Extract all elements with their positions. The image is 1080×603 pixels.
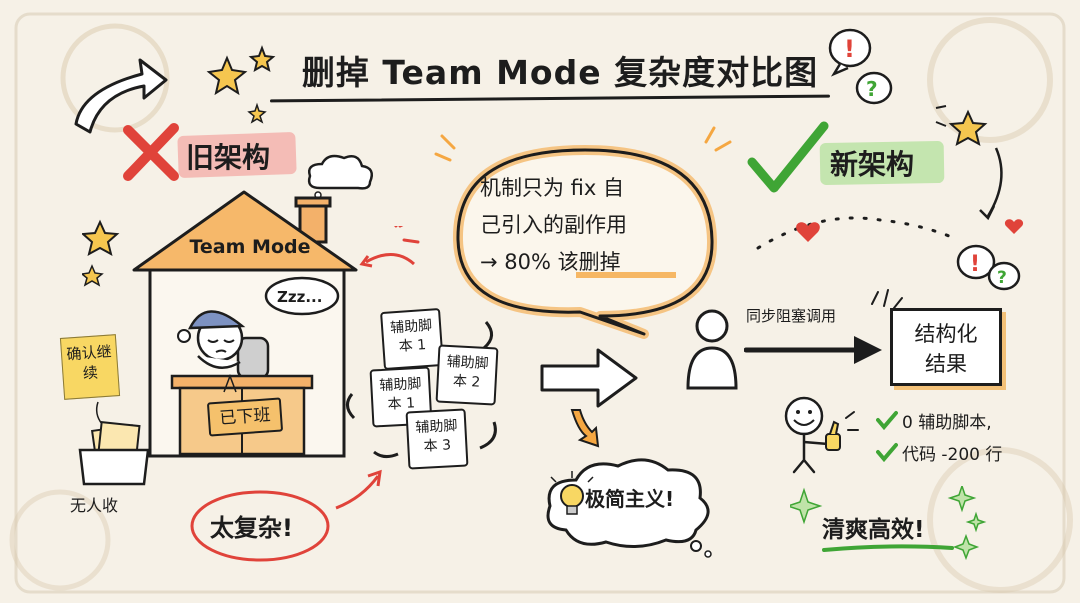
result-line-2: 结果 xyxy=(925,352,967,376)
stars-icon xyxy=(82,219,120,287)
new-architecture-label: 新架构 xyxy=(830,148,915,181)
check-item-scripts: 0 辅助脚本, xyxy=(902,413,992,433)
inbox-label: 无人收 xyxy=(70,496,119,515)
structured-result-box: 结构化 结果 xyxy=(890,308,1002,386)
sparkles-icon xyxy=(790,486,987,561)
red-x-icon xyxy=(123,123,179,181)
team-mode-label: Team Mode xyxy=(189,236,311,258)
right-decor: ! ? xyxy=(756,105,1024,291)
zzz-text: Zzz... xyxy=(277,288,323,306)
down-arrow-icon xyxy=(570,409,600,448)
script-number: 本 3 xyxy=(423,437,452,455)
sync-call-label: 同步阻塞调用 xyxy=(746,307,837,325)
bubble-line-3: → 80% 该删掉 xyxy=(480,250,621,274)
bubble-text: 机制只为 fix 自 己引入的副作用 → 80% 该删掉 xyxy=(480,170,694,281)
zzz-bubble xyxy=(264,276,340,316)
helper-script-card: 辅助脚 本 2 xyxy=(435,344,499,406)
speech-bubble xyxy=(434,126,732,339)
user-icon xyxy=(686,309,738,390)
script-title: 辅助脚 xyxy=(378,375,422,395)
minimalism-text: 极简主义! xyxy=(585,487,675,511)
svg-text:!: ! xyxy=(970,252,980,277)
sticky-note-text: 确认继续 xyxy=(65,342,113,383)
bubble-line-1: 机制只为 fix 自 xyxy=(480,176,625,200)
script-number: 本 2 xyxy=(452,373,481,391)
script-title: 辅助脚 xyxy=(446,353,490,373)
result-line-1: 结构化 xyxy=(914,322,978,346)
inbox-tray-icon xyxy=(78,401,150,486)
off-duty-sign: 已下班 xyxy=(206,397,284,437)
bubble-line-2: 己引入的副作用 xyxy=(480,213,627,237)
transition-arrow-icon xyxy=(540,348,638,408)
svg-text:?: ? xyxy=(866,77,878,101)
green-check-icon xyxy=(747,121,829,193)
question-bubbles-icon: ! ? xyxy=(828,28,893,105)
page-title: 删掉 Team Mode 复杂度对比图 xyxy=(301,53,819,92)
decor-arrow-stars xyxy=(74,45,276,134)
cloud-icon xyxy=(307,154,373,199)
sticky-note: 确认继续 xyxy=(59,334,121,400)
old-architecture-label: 旧架构 xyxy=(186,141,271,174)
check-item-code: 代码 -200 行 xyxy=(902,445,1003,465)
conclusion-text: 清爽高效! xyxy=(822,517,925,543)
too-complex-oval xyxy=(190,469,382,562)
svg-text:!: ! xyxy=(844,35,855,63)
script-title: 辅助脚 xyxy=(414,417,458,437)
script-cycle-arrows xyxy=(346,226,497,459)
helper-script-card: 辅助脚 本 3 xyxy=(405,408,469,470)
sync-arrow-icon xyxy=(744,336,882,364)
checkmark-icons xyxy=(876,411,898,463)
minimalism-cloud xyxy=(546,458,712,558)
thumbs-up-person-icon xyxy=(784,396,859,474)
emphasis-marks xyxy=(871,289,903,309)
too-complex-text: 太复杂! xyxy=(210,514,293,542)
svg-text:?: ? xyxy=(997,268,1007,288)
